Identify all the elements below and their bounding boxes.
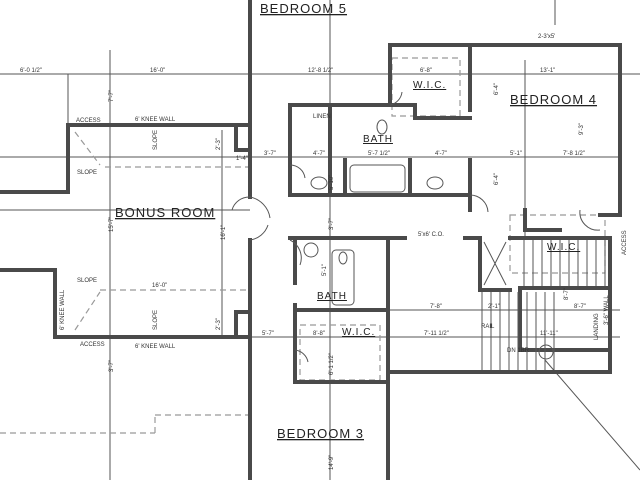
dimension-label: 6'-4" xyxy=(494,83,500,95)
dimension-label: 5'-1" xyxy=(322,264,328,276)
dimension-label: 5'-1" xyxy=(510,151,522,157)
dimension-label: 2'-3" xyxy=(216,138,222,150)
dimension-label: 16'-0" xyxy=(150,68,165,74)
dimension-label: 8'-7" xyxy=(574,304,586,310)
room-label-wic-upper: W.I.C. xyxy=(413,80,446,91)
dimension-label: 6'-1 1/2" xyxy=(329,353,335,375)
room-label-bedroom-4: BEDROOM 4 xyxy=(510,92,597,107)
note-down: DN 1BR xyxy=(507,348,530,354)
room-label-wic-lower: W.I.C. xyxy=(342,327,375,338)
note-knee-wall: 6' KNEE WALL xyxy=(135,344,176,350)
slope-lines xyxy=(0,57,606,434)
note-half-wall: 3'-6" WALL xyxy=(604,295,610,325)
dimension-label: 16'-1" xyxy=(221,225,227,240)
dimension-label: 7'-8 1/2" xyxy=(563,151,585,157)
toilet xyxy=(376,119,388,135)
note-slope: SLOPE xyxy=(153,130,159,150)
dimension-label: 3'-7" xyxy=(329,218,335,230)
toilet xyxy=(338,251,348,265)
fixtures xyxy=(303,119,554,360)
dimension-label: 8'-7" xyxy=(564,288,570,300)
dimension-label: 11'-11" xyxy=(540,331,558,337)
dimension-label: 12'-8 1/2" xyxy=(308,68,333,74)
dimension-label: 4'-7" xyxy=(313,151,325,157)
room-label-bath-lower: BATH xyxy=(317,291,347,302)
note-slope: SLOPE xyxy=(153,310,159,330)
note-rail: RAIL xyxy=(481,324,495,330)
note-access: ACCESS xyxy=(80,342,105,348)
room-label-wic-right: W.I.C. xyxy=(547,242,580,253)
note-linen: LINEN xyxy=(313,114,331,120)
dimension-label: 1'-4" xyxy=(236,156,248,162)
bathtub xyxy=(349,164,406,193)
note-window: 2-3'x5' xyxy=(538,34,555,40)
room-label-bedroom-3: BEDROOM 3 xyxy=(277,426,364,441)
dimension-label: 8'-8" xyxy=(313,331,325,337)
dimension-label: 2'-1" xyxy=(488,304,500,310)
column xyxy=(538,344,554,360)
dimension-label: 5'-10" xyxy=(329,175,335,190)
dimension-label: 5'-7" xyxy=(262,331,274,337)
dimension-label: 14'-9" xyxy=(329,455,335,470)
note-cased-opening: 5'x6' C.O. xyxy=(418,232,444,238)
sink xyxy=(303,242,319,258)
dimension-label: 9'-3" xyxy=(579,123,585,135)
note-knee-wall: 6' KNEE WALL xyxy=(60,289,66,330)
dimension-label: 3'-7" xyxy=(264,151,276,157)
dimension-label: 7'-7" xyxy=(109,90,115,102)
dimension-label: 6'-8" xyxy=(420,68,432,74)
dimension-label: 3'-7" xyxy=(109,360,115,372)
room-label-bedroom-top: BEDROOM 5 xyxy=(260,1,347,16)
note-landing: LANDING xyxy=(594,313,600,340)
dimension-label: 6'-4" xyxy=(494,173,500,185)
dimension-label: 15'-7" xyxy=(109,217,115,232)
dimension-label: 13'-1" xyxy=(540,68,555,74)
dimension-label: 5'-7 1/2" xyxy=(368,151,390,157)
dimension-label: 7'-8" xyxy=(430,304,442,310)
note-slope: SLOPE xyxy=(77,170,97,176)
sink xyxy=(310,176,328,190)
stairs xyxy=(481,240,606,370)
dimension-label: 6'-0 1/2" xyxy=(20,68,42,74)
dimension-label: 2'-3" xyxy=(216,318,222,330)
walls xyxy=(0,0,622,480)
note-access: ACCESS xyxy=(76,118,101,124)
note-knee-wall: 6' KNEE WALL xyxy=(135,117,176,123)
note-slope: SLOPE xyxy=(77,278,97,284)
dimension-label: 7'-11 1/2" xyxy=(424,331,449,337)
doors xyxy=(231,91,601,363)
dimension-label: 4'-7" xyxy=(435,151,447,157)
dimension-labels: 6'-0 1/2" 16'-0" 12'-8 1/2" 6'-8" 13'-1"… xyxy=(20,68,586,470)
dimension-label: 16'-0" xyxy=(152,283,167,289)
bathtub xyxy=(331,249,355,306)
room-label-bonus-room: BONUS ROOM xyxy=(115,205,215,220)
room-label-bath-upper: BATH xyxy=(363,134,393,145)
sink xyxy=(426,176,444,190)
note-access: ACCESS xyxy=(622,230,628,255)
